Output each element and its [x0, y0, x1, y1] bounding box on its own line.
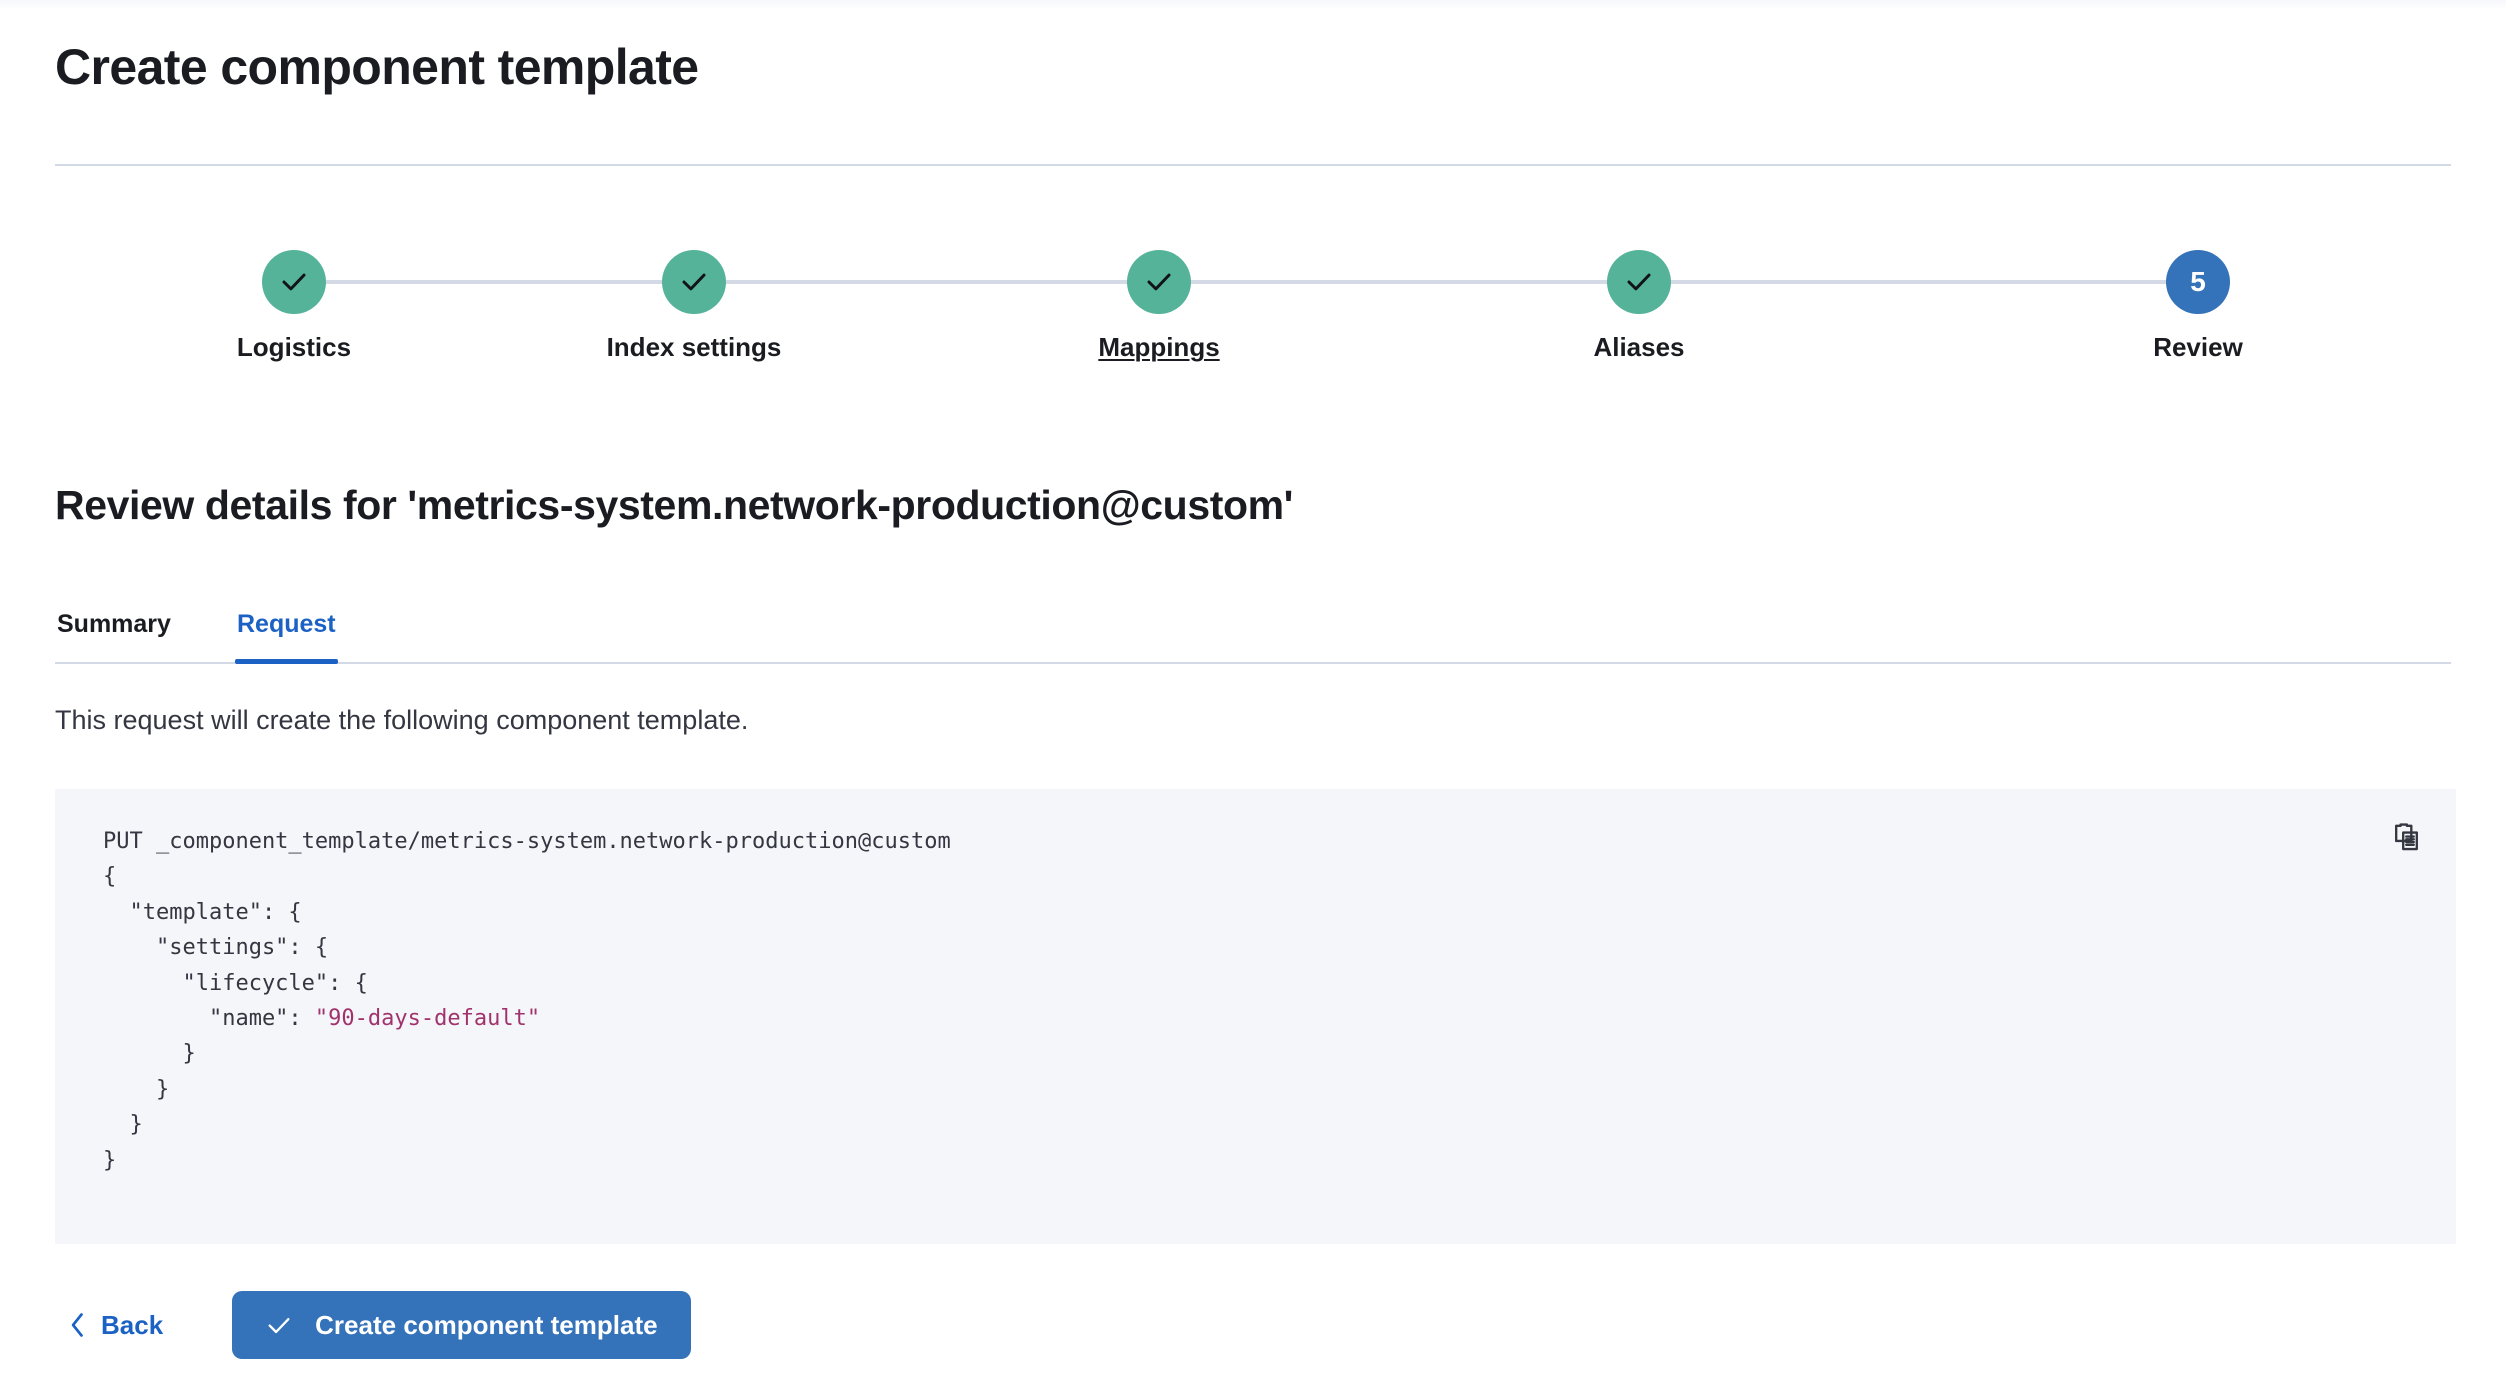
- request-description: This request will create the following c…: [55, 705, 749, 735]
- code-line-3: "template": {: [103, 899, 302, 925]
- request-code-text[interactable]: PUT _component_template/metrics-system.n…: [103, 824, 951, 1178]
- wizard-stepper: Logistics Index settings Mappings: [55, 250, 2451, 390]
- request-code-block: PUT _component_template/metrics-system.n…: [55, 789, 2456, 1244]
- chevron-left-icon: [71, 1313, 83, 1337]
- check-icon: [268, 1318, 290, 1334]
- code-line-4: "settings": {: [103, 935, 329, 961]
- review-tabs: Summary Request: [55, 596, 2451, 664]
- back-button-label: Back: [101, 1309, 164, 1340]
- code-line-5: "lifecycle": {: [103, 970, 368, 996]
- step-label-aliases: Aliases: [1593, 332, 1685, 362]
- step-logistics[interactable]: Logistics: [129, 250, 459, 363]
- stepper-connector-3: [1079, 280, 1539, 284]
- tab-request-label: Request: [237, 610, 336, 638]
- step-indicator-index-settings: [662, 250, 726, 314]
- stepper-connector-2: [654, 280, 1079, 284]
- code-line-6-value: "90-days-default": [314, 1006, 541, 1032]
- step-indicator-mappings: [1127, 250, 1191, 314]
- step-label-mappings[interactable]: Mappings: [1098, 332, 1220, 362]
- header-divider: [55, 164, 2451, 166]
- step-number: 5: [2190, 266, 2206, 297]
- wizard-footer: Back Create component template: [55, 1286, 691, 1364]
- check-icon: [682, 273, 706, 291]
- check-icon: [1147, 273, 1171, 291]
- step-indicator-review: 5: [2166, 250, 2230, 314]
- copy-icon-glyph: [2394, 822, 2418, 850]
- tab-summary-label: Summary: [57, 610, 171, 638]
- stepper-connector-5: [1999, 280, 2198, 284]
- copy-clipboard-icon[interactable]: [2384, 815, 2428, 859]
- stepper-connector-1: [294, 280, 654, 284]
- top-gradient: [0, 0, 2506, 10]
- step-mappings[interactable]: Mappings: [994, 250, 1324, 363]
- step-label-index-settings: Index settings: [606, 332, 782, 362]
- stepper-connector-4: [1539, 280, 1999, 284]
- back-button[interactable]: Back: [55, 1300, 177, 1351]
- check-icon: [282, 273, 306, 291]
- tab-summary[interactable]: Summary: [55, 596, 173, 664]
- tab-request[interactable]: Request: [235, 596, 338, 664]
- step-label-logistics: Logistics: [236, 332, 352, 362]
- code-line-9: }: [103, 1112, 143, 1138]
- create-button-label: Create component template: [315, 1309, 658, 1340]
- tabs-divider: [55, 662, 2451, 664]
- page-title: Create component template: [55, 39, 699, 95]
- code-line-1: PUT _component_template/metrics-system.n…: [103, 829, 951, 854]
- code-line-2: {: [103, 864, 117, 890]
- create-component-template-button[interactable]: Create component template: [232, 1291, 691, 1359]
- code-line-7: }: [103, 1041, 196, 1067]
- check-icon: [1627, 273, 1651, 291]
- code-line-6-key: "name":: [103, 1006, 315, 1032]
- code-line-10: }: [103, 1147, 117, 1173]
- step-indicator-logistics: [262, 250, 326, 314]
- step-indicator-aliases: [1607, 250, 1671, 314]
- step-aliases[interactable]: Aliases: [1474, 250, 1804, 363]
- step-index-settings[interactable]: Index settings: [529, 250, 859, 363]
- review-details-heading: Review details for 'metrics-system.netwo…: [55, 482, 1294, 528]
- step-label-review: Review: [2153, 332, 2243, 362]
- code-line-8: }: [103, 1076, 170, 1102]
- tab-active-underline: [235, 659, 338, 664]
- step-review[interactable]: 5 Review: [2033, 250, 2363, 363]
